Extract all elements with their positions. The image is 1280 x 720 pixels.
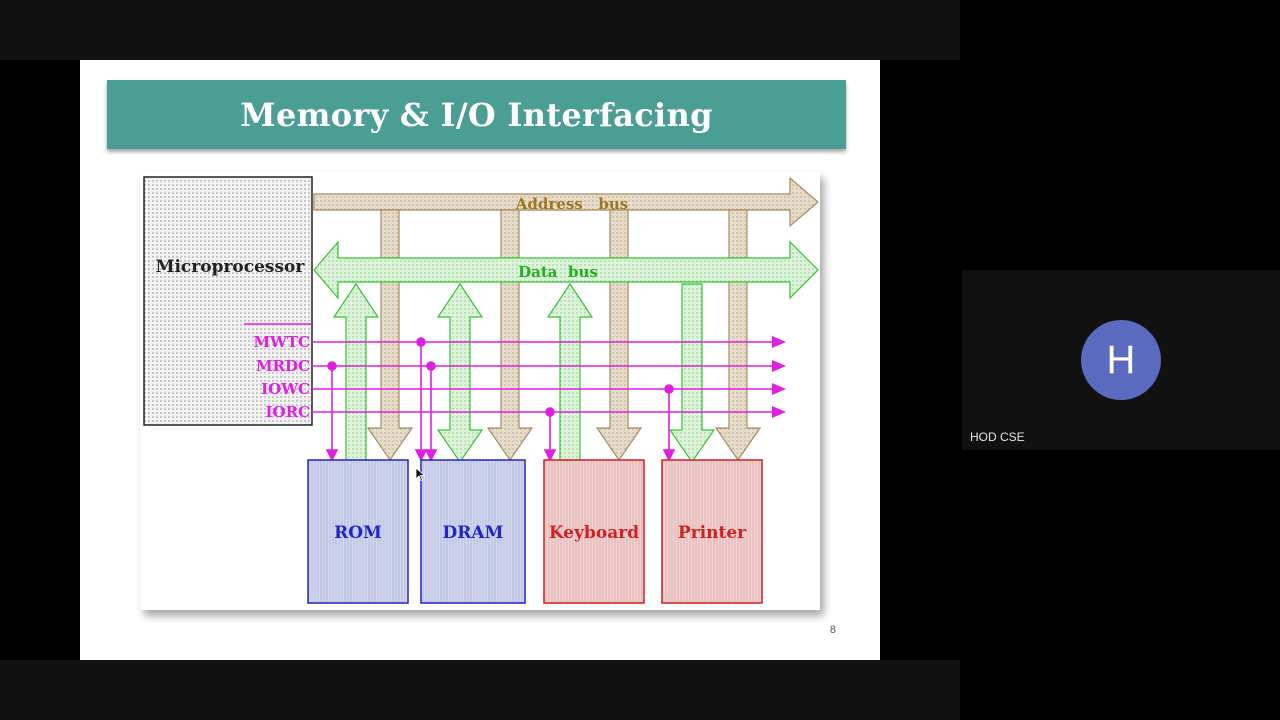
signal-mwtc: MWTC xyxy=(253,333,310,351)
bottom-strip xyxy=(0,660,960,720)
printer-block xyxy=(661,459,763,604)
address-bus-drops xyxy=(366,209,762,462)
presentation-slide: Memory & I/O Interfacing xyxy=(80,60,880,660)
participant-tile[interactable]: H HOD CSE xyxy=(962,270,1280,450)
dram-label: DRAM xyxy=(443,523,504,543)
signal-iorc: IORC xyxy=(266,403,311,421)
slide-title-bar: Memory & I/O Interfacing xyxy=(107,80,846,149)
data-bus-label: Data bus xyxy=(518,263,598,281)
slide-title: Memory & I/O Interfacing xyxy=(240,95,713,134)
signal-mrdc: MRDC xyxy=(256,357,310,375)
top-strip xyxy=(0,0,960,60)
control-taps xyxy=(325,337,676,462)
mouse-pointer-icon xyxy=(416,468,425,481)
dram-block xyxy=(420,459,526,604)
data-bus-arrow xyxy=(313,240,819,300)
keyboard-block xyxy=(543,459,645,604)
keyboard-label: Keyboard xyxy=(549,523,639,543)
control-arrowheads xyxy=(772,336,786,418)
interfacing-diagram: Microprocessor Address bus Data bus xyxy=(140,172,820,610)
slide-page-number: 8 xyxy=(829,624,836,636)
signal-iowc: IOWC xyxy=(261,380,310,398)
rom-block xyxy=(307,459,409,604)
avatar-initial: H xyxy=(1106,337,1136,382)
rom-label: ROM xyxy=(334,523,382,543)
avatar: H xyxy=(1081,320,1161,400)
printer-label: Printer xyxy=(678,523,747,543)
microprocessor-block xyxy=(143,176,313,426)
microprocessor-label: Microprocessor xyxy=(156,257,306,277)
participant-name: HOD CSE xyxy=(970,430,1025,444)
address-bus-label: Address bus xyxy=(515,195,628,213)
